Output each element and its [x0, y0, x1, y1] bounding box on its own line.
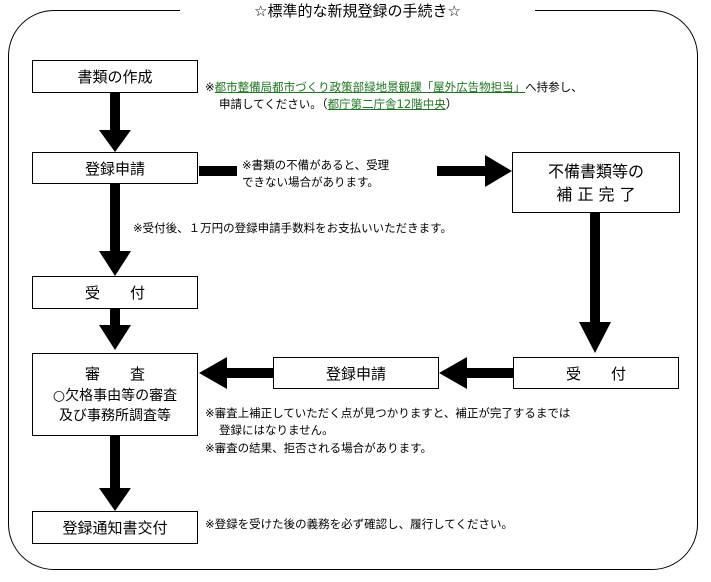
box-registration-application: 登録申請 — [32, 152, 198, 184]
arrow-create-to-apply — [99, 93, 131, 152]
note-review-line-1: ※審査上補正していただく点が見つかりますと、補正が完了するまでは — [205, 406, 571, 420]
arrow-receipt-to-review — [99, 309, 131, 350]
arrow-receipt-to-apply2 — [439, 357, 513, 389]
box-deficiency-completion: 不備書類等の 補 正 完 了 — [512, 152, 680, 213]
review-detail-1: ○欠格事由等の審査 — [52, 387, 178, 404]
arrow-apply-to-completion — [199, 155, 512, 187]
arrow-completion-to-receipt — [579, 213, 611, 353]
box-create-documents: 書類の作成 — [32, 60, 198, 93]
arrow-review-to-notice — [99, 436, 131, 511]
page-title: ☆標準的な新規登録の手続き☆ — [180, 0, 535, 24]
note-deficiency-line-1: ※書類の不備があると、受理 — [242, 158, 390, 172]
review-title: 審 査 — [84, 364, 145, 383]
note-bring-line-1: ※都市整備局都市づくり政策部緑地景観課「屋外広告物担当」へ持参し、 — [205, 79, 583, 95]
link-building[interactable]: 都庁第二庁舎12階中央 — [327, 97, 446, 111]
note-duty: ※登録を受けた後の義務を必ず確認し、履行してください。 — [205, 517, 513, 531]
completion-line-1: 不備書類等の — [547, 161, 644, 181]
arrow-apply-to-receipt — [99, 184, 131, 276]
note-bring-line2-suffix: ） — [445, 97, 458, 111]
box-registration-application-2: 登録申請 — [273, 357, 439, 389]
link-department[interactable]: 都市整備局都市づくり政策部緑地景観課「屋外広告物担当」 — [214, 80, 526, 94]
review-detail-2: 及び事務所調査等 — [59, 407, 171, 424]
note-bring-line-2: 申請してください。（都庁第二庁舎12階中央） — [219, 96, 457, 112]
note-fee: ※受付後、１万円の登録申請手数料をお支払いいただきます。 — [133, 221, 452, 235]
box-receipt: 受 付 — [32, 276, 198, 309]
note-review-line-3: ※審査の結果、拒否される場合があります。 — [205, 441, 432, 455]
completion-line-2: 補 正 完 了 — [556, 184, 636, 204]
arrow-apply2-to-review — [199, 357, 273, 389]
note-bring-line2-prefix: 申請してください。（ — [219, 97, 328, 111]
note-review-line-2: 登録にはなりません。 — [219, 423, 334, 437]
box-review: 審 査 ○欠格事由等の審査 及び事務所調査等 — [32, 353, 198, 436]
note-mark: ※ — [205, 80, 215, 94]
note-bring-suffix: へ持参し、 — [525, 80, 583, 94]
box-registration-notice: 登録通知書交付 — [32, 511, 198, 544]
note-deficiency-line-2: できない場合があります。 — [242, 175, 379, 189]
box-receipt-2: 受 付 — [513, 357, 679, 389]
